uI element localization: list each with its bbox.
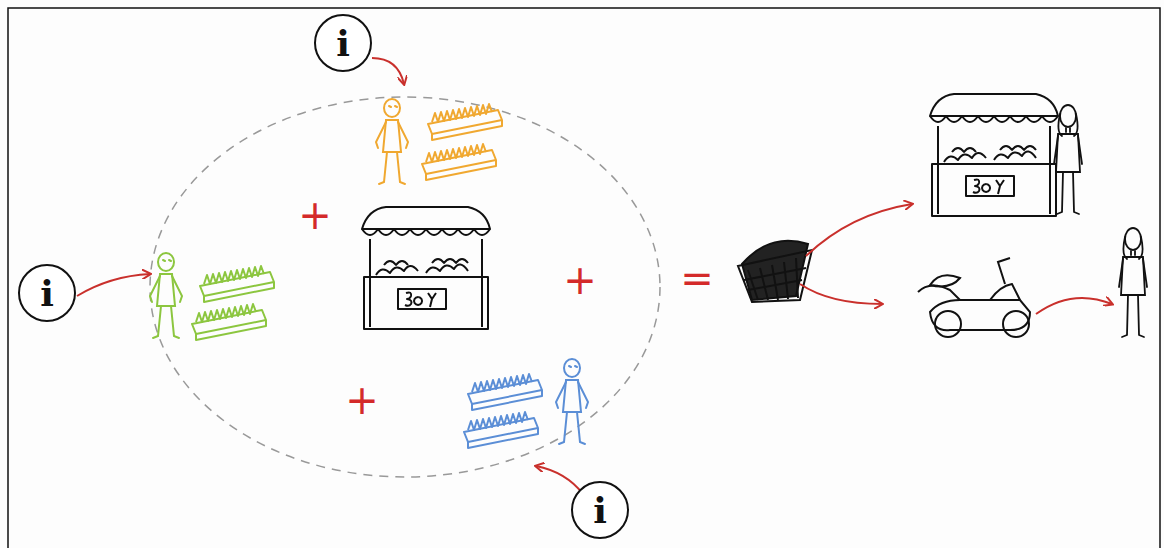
- info-letter: i: [336, 25, 350, 61]
- info-circle: i: [18, 264, 76, 322]
- info-circle: i: [571, 481, 629, 539]
- flow-arrows: [77, 58, 1112, 494]
- info-circle: i: [314, 14, 372, 72]
- operator-sign: =: [680, 258, 714, 298]
- scooter: [918, 258, 1030, 337]
- group-ring: [150, 97, 660, 477]
- frame: [8, 8, 1160, 548]
- operator-sign: +: [563, 260, 597, 300]
- market-stall: [930, 94, 1058, 216]
- operator-sign: +: [345, 380, 379, 420]
- farmer-green: [150, 253, 274, 340]
- market-stall: [362, 207, 490, 329]
- farmer-orange: [376, 99, 502, 184]
- basket: [738, 241, 812, 302]
- info-letter: i: [40, 275, 54, 311]
- farmer-blue: [464, 359, 588, 448]
- customer: [1054, 105, 1082, 214]
- operator-sign: +: [298, 195, 332, 235]
- info-letter: i: [593, 492, 607, 528]
- customer: [1119, 228, 1147, 337]
